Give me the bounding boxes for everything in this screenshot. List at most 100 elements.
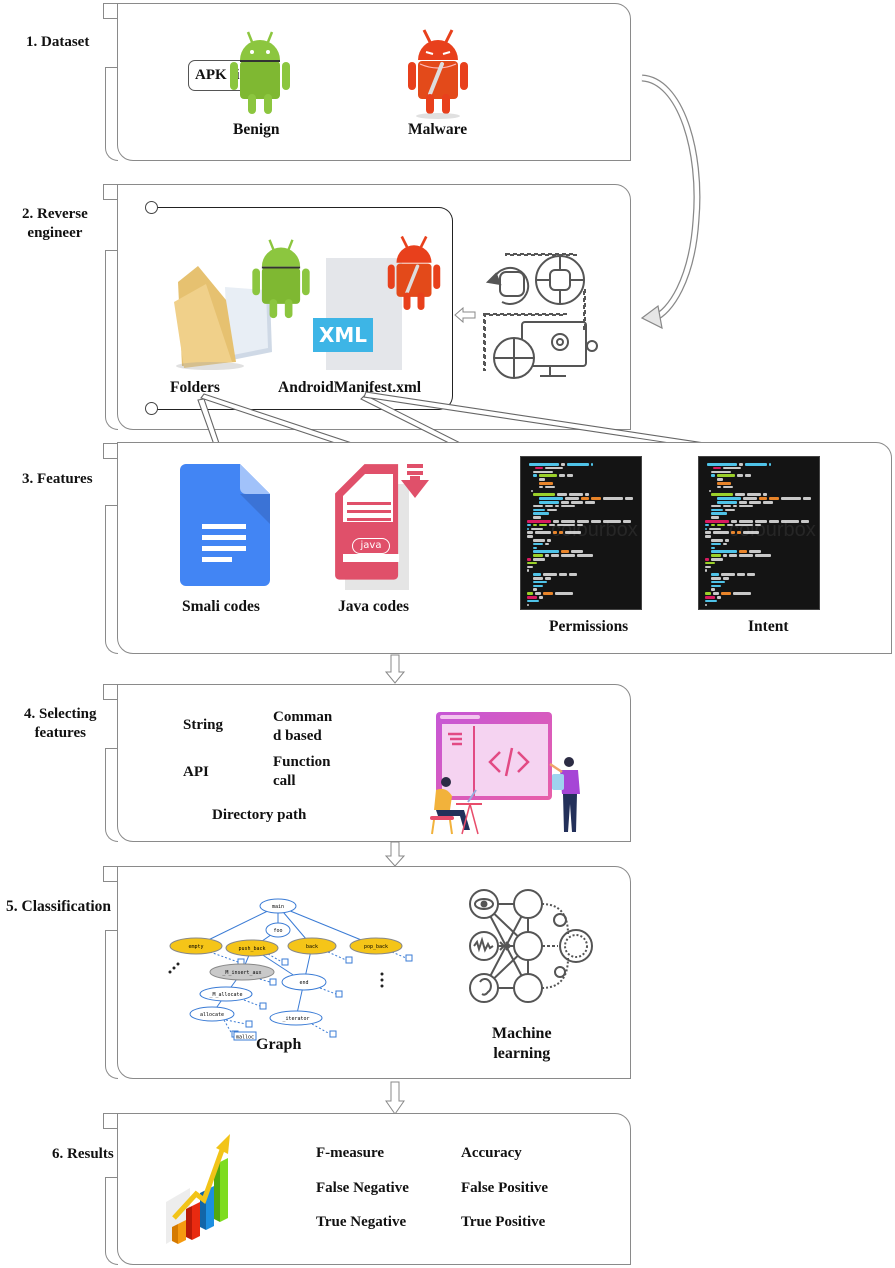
code-line: [545, 554, 549, 557]
code-line: [711, 577, 721, 580]
graph-dashed-edge: [225, 1019, 247, 1025]
code-line: [713, 531, 729, 534]
step-5-tab: [103, 866, 118, 882]
code-line: [533, 493, 555, 496]
graph-dashed-edge: [267, 953, 283, 963]
code-line: [535, 592, 541, 595]
step-5-panel: [117, 866, 631, 1079]
code-line: [781, 520, 799, 523]
code-line: [711, 580, 725, 584]
code-line: [749, 550, 761, 553]
code-line: [561, 504, 575, 508]
graph-ellipsis-dot: [380, 984, 384, 988]
code-line: [803, 497, 811, 500]
code-line: [731, 531, 735, 534]
code-line: [705, 520, 729, 523]
code-line: [725, 508, 735, 512]
code-line: [555, 504, 559, 508]
metric-true-positive: True Positive: [461, 1214, 546, 1230]
curved-flow-arrow: [640, 74, 701, 330]
code-line: [759, 497, 767, 500]
code-line: [723, 466, 741, 470]
code-line: [565, 531, 581, 534]
code-line: [533, 546, 537, 550]
code-line: [711, 539, 723, 542]
graph-node-end: [281, 973, 327, 991]
code-line: [549, 523, 555, 527]
ml-label: Machine learning: [492, 1024, 552, 1064]
code-line: [569, 573, 577, 576]
feature-command-based: Comman d based: [273, 708, 332, 746]
code-line: [533, 580, 547, 584]
code-line: [705, 599, 717, 603]
code-line: [717, 478, 723, 481]
code-line: [567, 474, 573, 477]
code-line: [711, 504, 721, 508]
code-line: [781, 497, 801, 500]
code-line: [539, 497, 563, 500]
metric-accuracy: Accuracy: [461, 1145, 522, 1161]
graph-dashed-edge: [391, 951, 407, 959]
code-line: [737, 531, 741, 534]
graph-dashed-edge: [255, 977, 271, 983]
code-line: [717, 474, 735, 477]
graph-leaf-box: [259, 1002, 267, 1010]
watermark-text: colourbox: [551, 519, 638, 541]
code-line: [557, 523, 575, 527]
feature-function-line1: Function: [273, 754, 331, 770]
folder-icon: [174, 266, 272, 370]
step-6-label: 6. Results: [52, 1146, 114, 1162]
ml-label-line2: learning: [493, 1045, 551, 1062]
code-line: [533, 550, 559, 553]
graph-node-label: _iterator: [282, 1016, 309, 1022]
graph-node-back: [287, 937, 337, 955]
ml-label-line1: Machine: [492, 1025, 552, 1042]
code-line: [711, 493, 733, 496]
code-line: [539, 523, 547, 527]
step-3-label: 3. Features: [22, 471, 93, 487]
machine-learning-icon: [469, 889, 593, 1003]
code-line: [603, 520, 621, 523]
code-line: [733, 592, 751, 595]
graph-node-pop-back: [349, 937, 403, 955]
code-line: [545, 485, 555, 489]
code-line: [705, 592, 711, 595]
left-arrow-icon: [454, 306, 476, 324]
benign-android-small-icon: [252, 239, 310, 319]
graph-node-label: empty: [188, 944, 203, 950]
code-line: [539, 485, 543, 489]
code-line: [527, 569, 529, 572]
code-line: [723, 485, 733, 489]
code-line: [533, 539, 545, 542]
step-2-label-line2: engineer: [27, 225, 83, 241]
feature-command-line2: d based: [273, 728, 322, 744]
graph-label: Graph: [256, 1036, 302, 1053]
code-line: [547, 508, 557, 512]
code-line: [561, 520, 575, 523]
code-line: [581, 497, 589, 500]
malware-android-small-icon: [387, 235, 441, 310]
graph-dashed-edge: [327, 951, 347, 961]
code-line: [705, 523, 709, 527]
code-line: [729, 554, 737, 557]
code-line: [755, 520, 767, 523]
metric-f-measure: F-measure: [316, 1145, 385, 1161]
code-line: [739, 520, 753, 523]
code-line: [533, 504, 543, 508]
graph-node-label: allocate: [200, 1012, 224, 1018]
code-line: [551, 554, 559, 557]
code-line: [555, 592, 573, 595]
code-line: [711, 512, 727, 515]
code-line: [533, 588, 537, 591]
graph-dashed-edge: [243, 999, 261, 1007]
code-line: [561, 501, 569, 504]
code-line: [737, 474, 743, 477]
code-line: [711, 523, 715, 527]
malware-android-icon: [408, 29, 468, 119]
down-arrow-3-4: [384, 654, 406, 684]
code-line: [527, 592, 533, 595]
graph-leaf-box: [245, 1020, 253, 1028]
code-line: [735, 523, 753, 527]
intent-code-panel: colourbox: [698, 456, 820, 610]
